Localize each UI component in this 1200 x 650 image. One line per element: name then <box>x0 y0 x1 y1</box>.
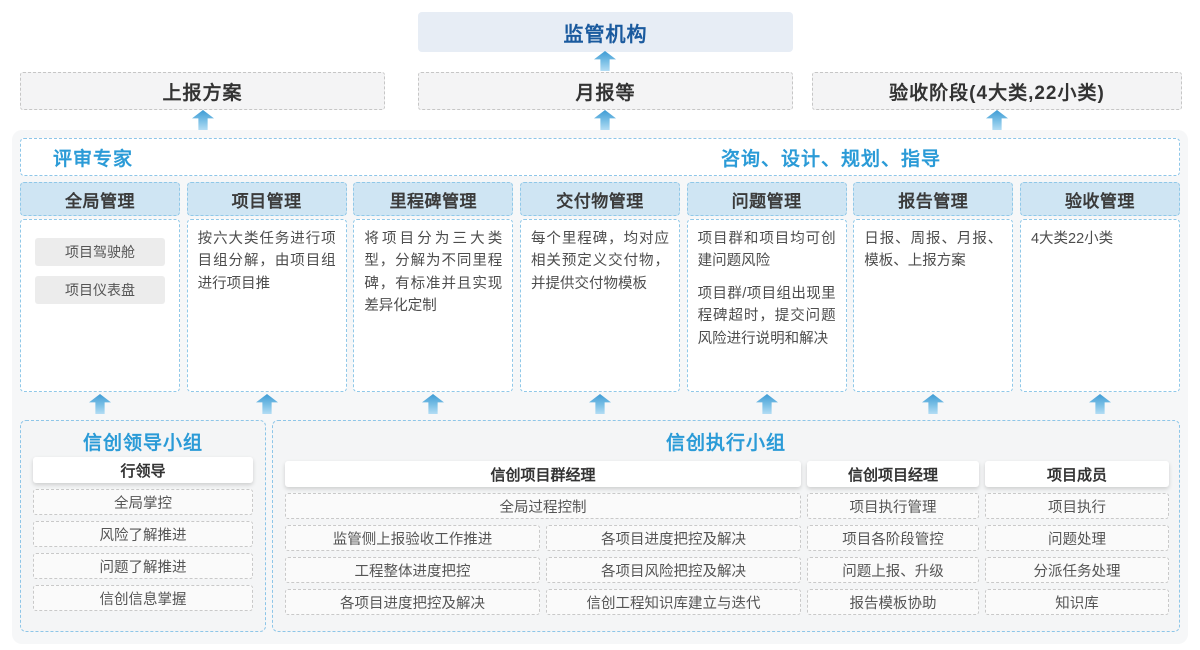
list-item: 问题上报、升级 <box>807 557 979 583</box>
column-body: 每个里程碑，均对应相关预定义交付物，并提供交付物模板 <box>519 219 680 392</box>
role-program-manager: 信创项目群经理 <box>285 461 801 487</box>
list-item: 信创信息掌握 <box>33 585 253 611</box>
leadership-items: 全局掌控 风险了解推进 问题了解推进 信创信息掌握 <box>33 489 253 611</box>
leadership-group: 信创领导小组 行领导 全局掌控 风险了解推进 问题了解推进 信创信息掌握 <box>20 420 266 632</box>
list-item: 各项目进度把控及解决 <box>285 589 540 615</box>
column-title: 交付物管理 <box>519 182 680 216</box>
up-arrow-icon <box>986 110 1008 130</box>
list-item: 项目执行 <box>985 493 1169 519</box>
up-arrow-icon <box>922 394 944 414</box>
list-item: 项目各阶段管控 <box>807 525 979 551</box>
experts-label: 评审专家 <box>53 148 134 170</box>
column-text: 项目群/项目组出现里程碑超时，提交问题风险进行说明和解决 <box>697 285 836 347</box>
list-item: 全局掌控 <box>33 489 253 515</box>
up-arrow-icon <box>589 394 611 414</box>
up-arrow-icon <box>1089 394 1111 414</box>
capability-columns: 全局管理 项目驾驶舱 项目仪表盘 项目管理 按六大类任务进行项目组分解，由项目组… <box>20 182 1180 392</box>
group-title: 信创执行小组 <box>665 432 786 454</box>
up-arrow-icon <box>256 394 278 414</box>
column-title: 验收管理 <box>1019 182 1180 216</box>
group-title: 信创领导小组 <box>82 432 203 454</box>
list-item: 各项目进度把控及解决 <box>546 525 801 551</box>
list-item: 项目执行管理 <box>807 493 979 519</box>
up-arrow-icon <box>192 110 214 130</box>
column-title: 报告管理 <box>853 182 1014 216</box>
column-global-management: 全局管理 项目驾驶舱 项目仪表盘 <box>20 182 180 392</box>
up-arrow-icon <box>594 51 616 71</box>
list-item: 问题处理 <box>985 525 1169 551</box>
list-item: 各项目风险把控及解决 <box>546 557 801 583</box>
role-project-manager: 信创项目经理 <box>807 461 979 487</box>
list-item: 报告模板协助 <box>807 589 979 615</box>
up-arrow-icon <box>422 394 444 414</box>
column-body: 将项目分为三大类型，分解为不同里程碑，有标准并且实现差异化定制 <box>353 219 514 392</box>
column-title: 里程碑管理 <box>353 182 514 216</box>
column-title: 问题管理 <box>686 182 847 216</box>
platform-container: 评审专家 咨询、设计、规划、指导 全局管理 项目驾驶舱 项目仪表盘 项目管理 按… <box>12 130 1188 644</box>
column-acceptance-management: 验收管理 4大类22小类 <box>1019 182 1180 392</box>
column-body: 日报、周报、月报、模板、上报方案 <box>853 219 1014 392</box>
list-item: 全局过程控制 <box>285 493 801 519</box>
column-body: 4大类22小类 <box>1019 219 1180 392</box>
up-arrow-icon <box>756 394 778 414</box>
column-report-management: 报告管理 日报、周报、月报、模板、上报方案 <box>853 182 1014 392</box>
column-deliverable-management: 交付物管理 每个里程碑，均对应相关预定义交付物，并提供交付物模板 <box>519 182 680 392</box>
expert-consulting-bar: 评审专家 咨询、设计、规划、指导 <box>20 138 1180 176</box>
list-item: 信创工程知识库建立与迭代 <box>546 589 801 615</box>
channel-acceptance-stage: 验收阶段(4大类,22小类) <box>812 72 1182 110</box>
channel-report-plan: 上报方案 <box>20 72 385 110</box>
column-title: 项目管理 <box>186 182 347 216</box>
column-text: 项目群和项目均可创建问题风险 <box>697 231 836 270</box>
column-title: 全局管理 <box>20 182 180 216</box>
column-text: 日报、周报、月报、模板、上报方案 <box>864 231 1003 270</box>
execution-grid: 信创项目群经理 信创项目经理 项目成员 全局过程控制 项目执行管理 项目执行 监… <box>285 461 1169 615</box>
regulator-box: 监管机构 <box>418 12 793 52</box>
list-item: 风险了解推进 <box>33 521 253 547</box>
list-item: 分派任务处理 <box>985 557 1169 583</box>
list-item: 知识库 <box>985 589 1169 615</box>
column-body: 项目驾驶舱 项目仪表盘 <box>20 219 180 392</box>
column-text: 按六大类任务进行项目组分解，由项目组进行项目推 <box>197 231 336 292</box>
list-item: 问题了解推进 <box>33 553 253 579</box>
column-body: 项目群和项目均可创建问题风险 项目群/项目组出现里程碑超时，提交问题风险进行说明… <box>686 219 847 392</box>
up-arrow-icon <box>594 110 616 130</box>
list-item: 工程整体进度把控 <box>285 557 540 583</box>
list-item: 监管侧上报验收工作推进 <box>285 525 540 551</box>
column-text: 将项目分为三大类型，分解为不同里程碑，有标准并且实现差异化定制 <box>364 231 503 315</box>
role-project-member: 项目成员 <box>985 461 1169 487</box>
execution-group: 信创执行小组 信创项目群经理 信创项目经理 项目成员 全局过程控制 项目执行管理… <box>272 420 1180 632</box>
up-arrow-icon <box>89 394 111 414</box>
column-issue-management: 问题管理 项目群和项目均可创建问题风险 项目群/项目组出现里程碑超时，提交问题风… <box>686 182 847 392</box>
column-text: 4大类22小类 <box>1030 231 1114 247</box>
column-body: 按六大类任务进行项目组分解，由项目组进行项目推 <box>186 219 347 392</box>
channel-monthly-report: 月报等 <box>418 72 793 110</box>
column-text: 每个里程碑，均对应相关预定义交付物，并提供交付物模板 <box>530 231 669 292</box>
pill-project-cockpit: 项目驾驶舱 <box>35 238 165 266</box>
pill-project-dashboard: 项目仪表盘 <box>35 276 165 304</box>
column-project-management: 项目管理 按六大类任务进行项目组分解，由项目组进行项目推 <box>186 182 347 392</box>
role-bank-leader: 行领导 <box>33 457 253 483</box>
column-milestone-management: 里程碑管理 将项目分为三大类型，分解为不同里程碑，有标准并且实现差异化定制 <box>353 182 514 392</box>
consulting-label: 咨询、设计、规划、指导 <box>720 148 941 170</box>
